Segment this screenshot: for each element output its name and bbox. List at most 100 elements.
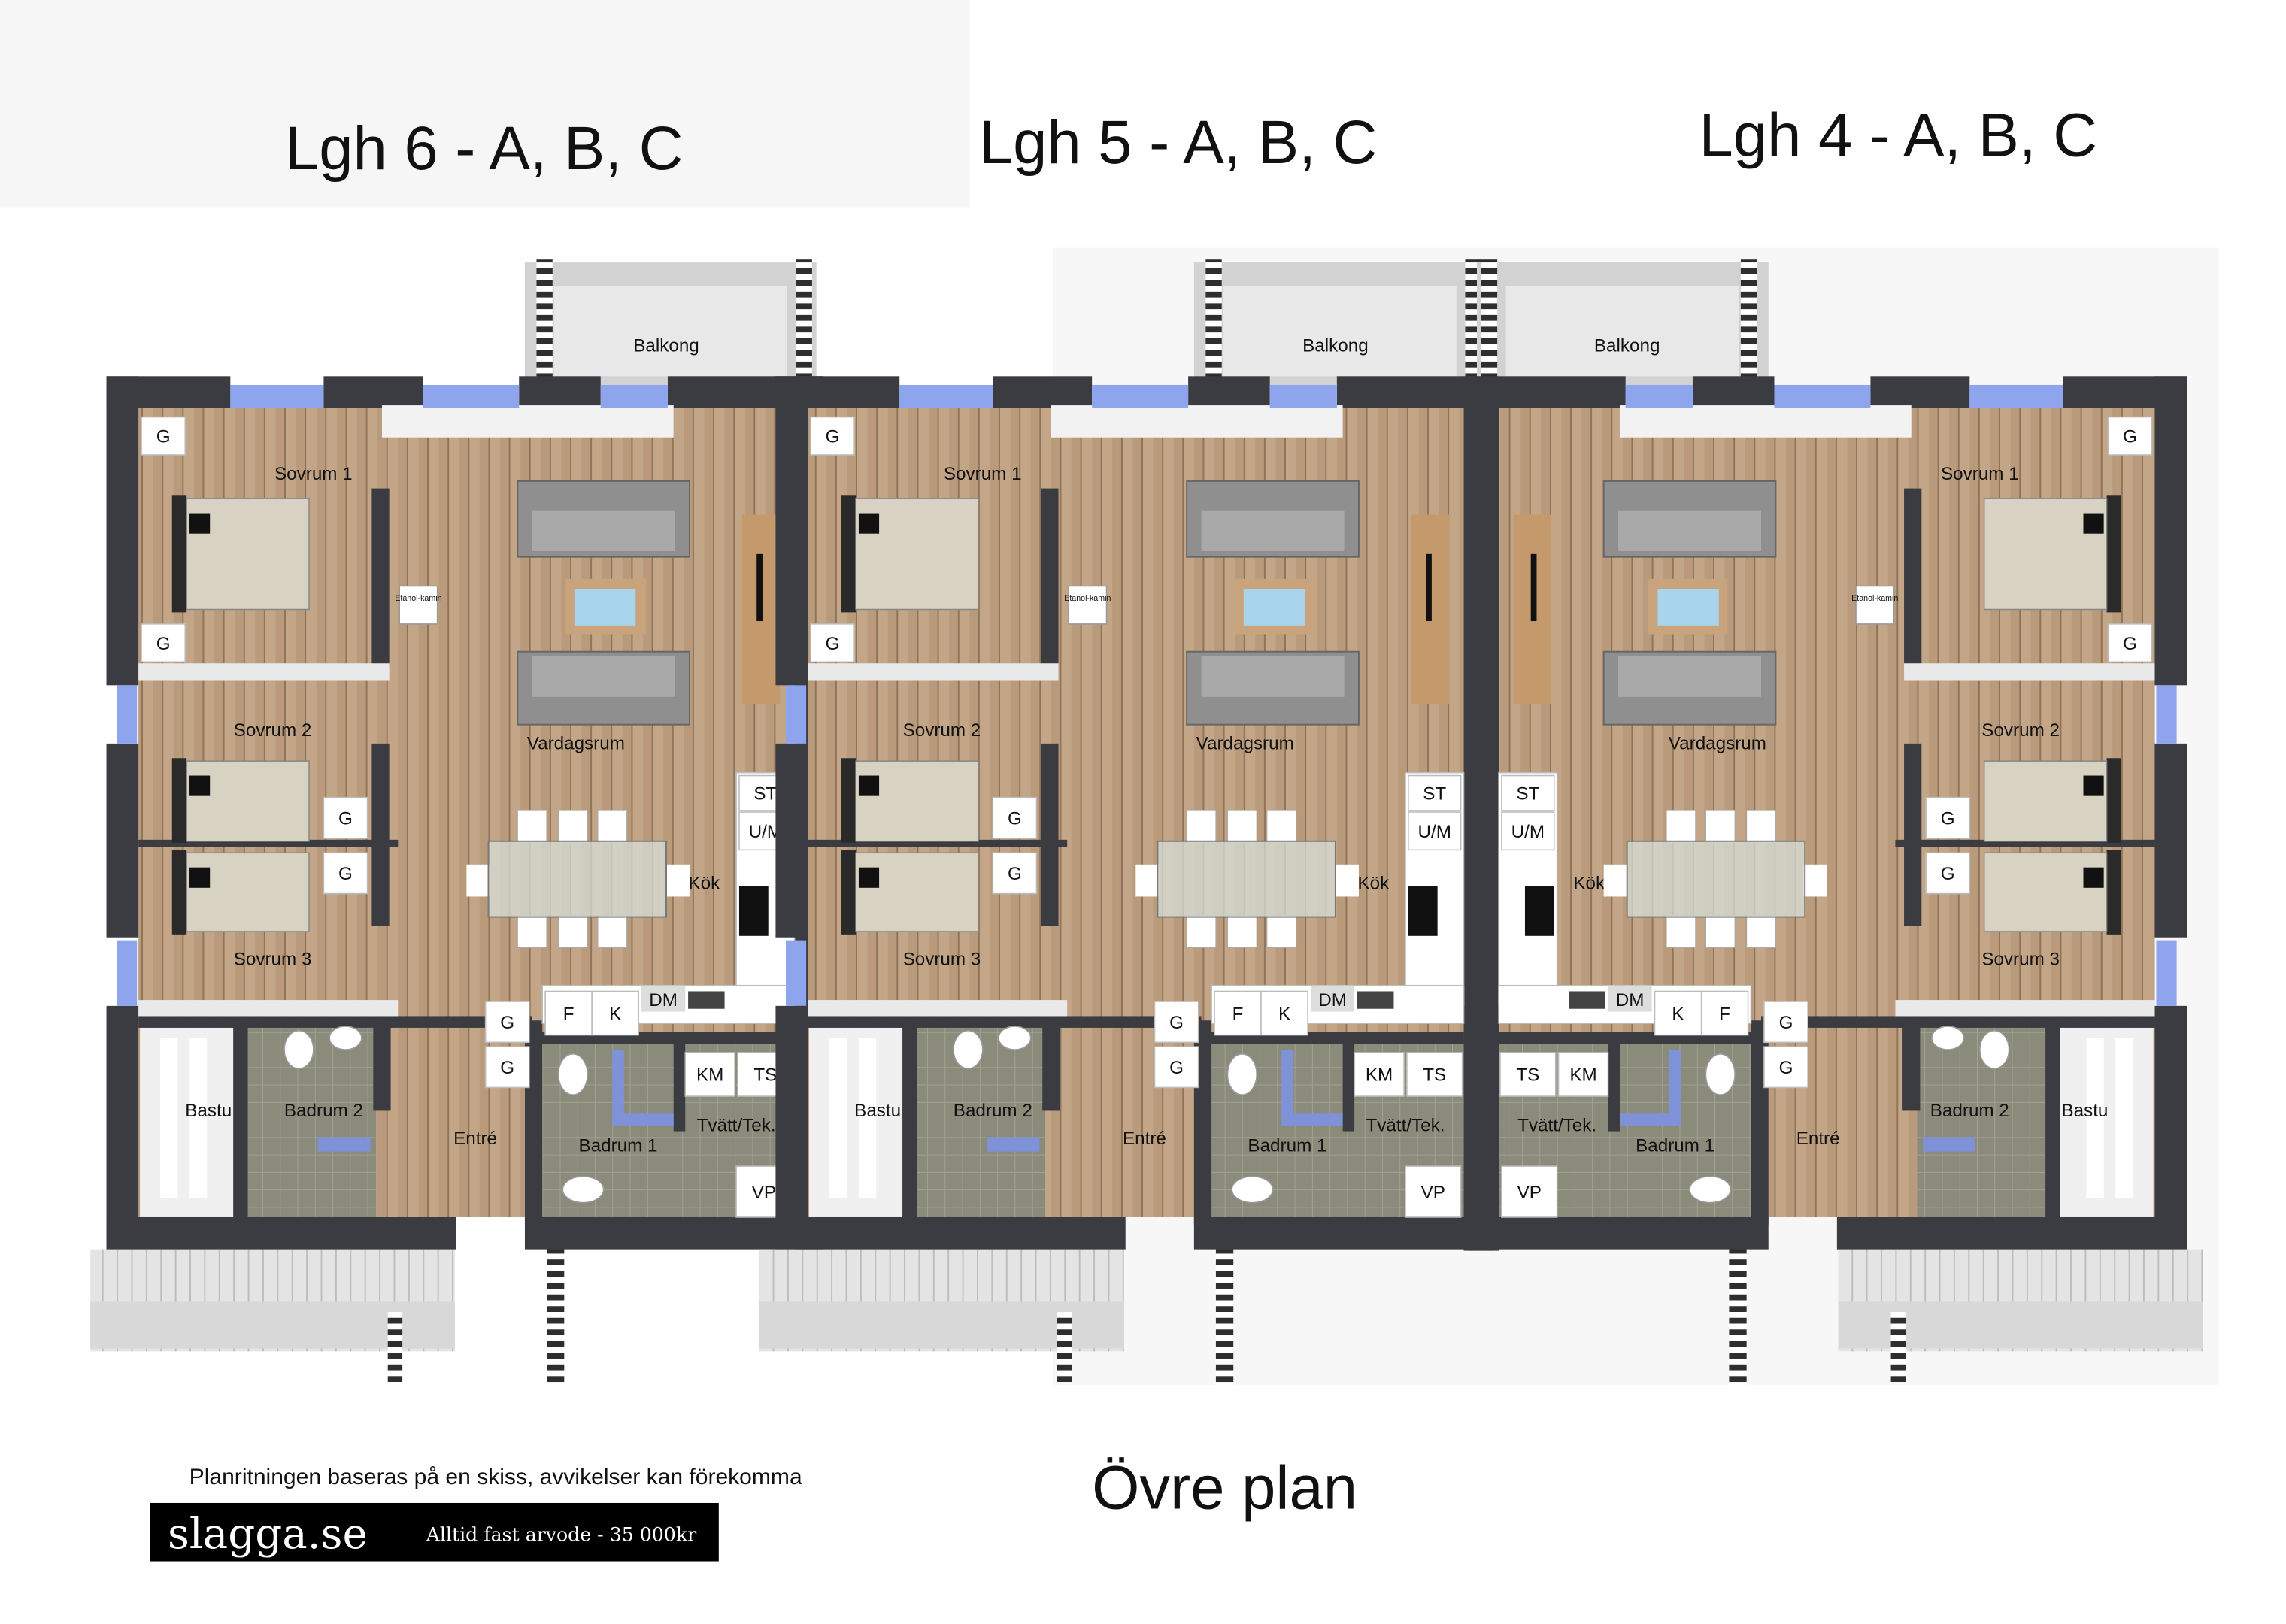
wall <box>1342 1044 1355 1132</box>
window <box>2156 940 2177 1006</box>
heat-pump-label: VP <box>752 1183 776 1203</box>
wardrobe-label: G <box>2123 427 2137 447</box>
bed-headboard <box>841 758 856 843</box>
dining-table <box>487 840 667 918</box>
wall <box>1836 1216 2187 1250</box>
pillow <box>858 513 880 534</box>
chair <box>1226 810 1257 844</box>
window <box>1625 384 1693 408</box>
entrance-label: Entré <box>1123 1129 1166 1149</box>
balcony-railing <box>536 259 553 388</box>
wall <box>373 1020 391 1111</box>
shower-screen <box>612 1050 624 1123</box>
interior-wall <box>138 663 390 681</box>
chair <box>1746 810 1777 844</box>
wall <box>775 1216 1126 1250</box>
window <box>1774 384 1871 408</box>
shower-screen <box>1281 1113 1343 1126</box>
balcony-railing <box>1740 259 1757 388</box>
wall <box>371 743 390 926</box>
washbasin <box>329 1026 362 1050</box>
bed <box>1983 760 2108 842</box>
wardrobe-box <box>1763 1046 1808 1089</box>
wardrobe-box <box>323 852 368 895</box>
sauna-label: Bastu <box>2061 1101 2108 1121</box>
washing-machine-box <box>684 1052 735 1097</box>
washing-machine-label: KM <box>696 1065 723 1086</box>
laundry-label: Tvätt/Tek. <box>697 1116 776 1136</box>
chair <box>1186 915 1217 948</box>
shower-screen <box>987 1137 1040 1152</box>
balcony-railing <box>796 259 812 388</box>
slagga-logo[interactable]: slagga.se Alltid fast arvode - 35 000kr <box>150 1502 719 1562</box>
bedroom2-label: Sovrum 2 <box>903 720 981 741</box>
bedroom1-label: Sovrum 1 <box>1941 464 2019 484</box>
sofa-seat <box>532 656 675 697</box>
bed-headboard <box>171 850 187 935</box>
plan-title: Övre plan <box>1092 1454 1357 1522</box>
heat-pump-box <box>1501 1165 1558 1218</box>
sofa-seat <box>1618 510 1762 551</box>
wardrobe-label: G <box>1941 808 1955 829</box>
fridge-box <box>1654 990 1702 1036</box>
toilet <box>953 1030 984 1069</box>
wardrobe-label: G <box>826 427 840 447</box>
fridge-label: K <box>1278 1004 1290 1024</box>
wall <box>106 1216 456 1250</box>
pillow <box>189 867 211 888</box>
living-room-label: Vardagsrum <box>1196 734 1294 754</box>
sauna-bench <box>2115 1038 2133 1198</box>
pillow <box>858 775 880 796</box>
bedroom2-label: Sovrum 2 <box>1981 720 2060 741</box>
fireplace <box>1068 585 1108 625</box>
dishwasher <box>1310 985 1355 1012</box>
dryer-label: TS <box>753 1065 777 1086</box>
chair <box>1666 810 1696 844</box>
toilet <box>557 1053 589 1095</box>
bed <box>186 760 310 842</box>
window-sill <box>381 405 674 438</box>
stove-tower-label: ST <box>753 784 777 804</box>
pillow <box>2083 775 2104 796</box>
wall <box>138 1016 532 1028</box>
freezer-label: F <box>563 1004 575 1024</box>
wall <box>1469 376 1499 1251</box>
wall <box>1041 743 1059 926</box>
heat-pump-label: VP <box>1517 1183 1542 1203</box>
sauna-floor <box>809 1025 903 1217</box>
balcony-inner <box>553 286 787 377</box>
wardrobe-label: G <box>1779 1058 1793 1078</box>
bed <box>855 852 979 932</box>
tv <box>1530 553 1537 622</box>
sauna-bench <box>160 1038 178 1198</box>
pillow <box>189 775 211 796</box>
tv <box>1426 553 1432 622</box>
wardrobe-box <box>1763 1001 1808 1044</box>
wall <box>1904 488 1922 667</box>
laundry-label: Tvätt/Tek. <box>1517 1116 1596 1136</box>
fireplace <box>399 585 438 625</box>
kitchen-sink <box>1357 991 1394 1009</box>
washbasin <box>1689 1175 1732 1204</box>
wardrobe-box <box>484 1001 530 1044</box>
heat-pump-label: VP <box>1421 1183 1445 1203</box>
wardrobe-label: G <box>338 864 353 884</box>
wardrobe-box <box>810 416 855 456</box>
wardrobe-box <box>141 416 186 456</box>
stair-railing <box>1729 1246 1747 1385</box>
chair <box>1705 810 1736 844</box>
bed-headboard <box>2106 495 2121 613</box>
washing-machine-box <box>1557 1052 1609 1097</box>
coffee-table-glass <box>1243 589 1305 626</box>
kitchen-label: Kök <box>1573 874 1605 894</box>
chair <box>597 915 628 948</box>
bed <box>855 760 979 842</box>
interior-wall <box>138 1000 399 1017</box>
cooktop <box>1524 886 1554 936</box>
wall <box>323 376 423 408</box>
wardrobe-label: G <box>1008 808 1022 829</box>
entrance-label: Entré <box>453 1129 497 1149</box>
wall <box>775 1005 808 1247</box>
shower-screen <box>317 1137 371 1152</box>
